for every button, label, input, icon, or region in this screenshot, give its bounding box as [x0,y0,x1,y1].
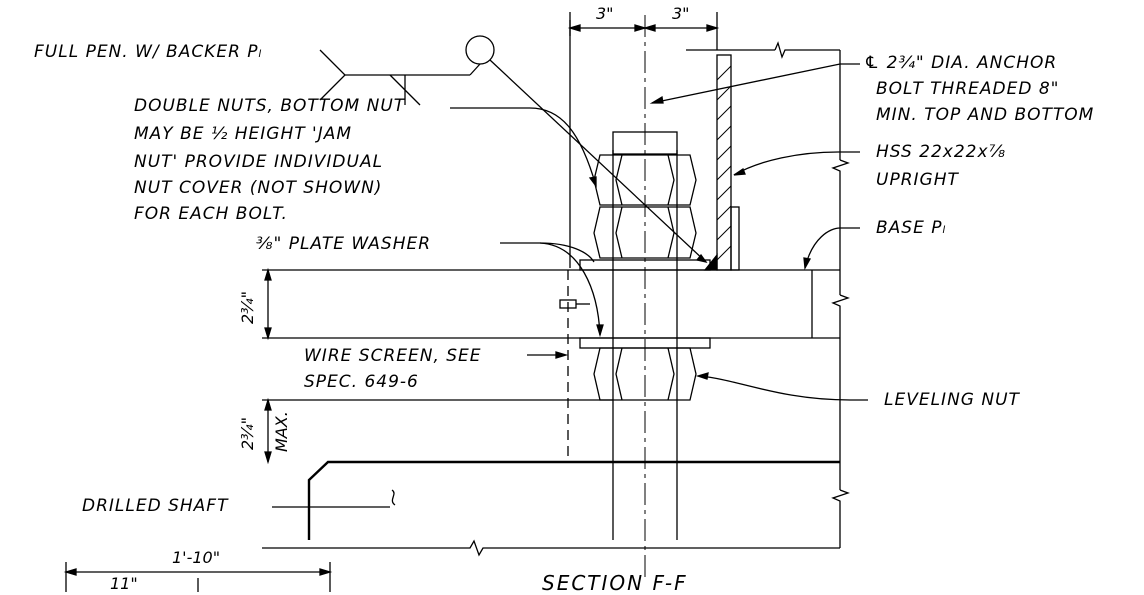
label-anchor-bolt-1: ℄ 2¾" DIA. ANCHOR [864,53,1058,73]
label-plate-washer: ⅜" PLATE WASHER [256,234,432,254]
dim-bottom-arrows [63,568,333,576]
leader-base-plate [804,227,860,269]
weld-symbol [319,35,708,264]
section-title: SECTION F-F [542,571,688,595]
break-line-right-3 [831,489,850,548]
leader-hss [733,151,860,176]
label-wire-screen-2: SPEC. 649-6 [304,372,419,392]
shaft-hatch-mark [391,489,396,506]
label-hss-1: HSS 22x22x⅞ [876,142,1007,162]
top-nut-2 [593,206,697,259]
label-double-nuts-5: FOR EACH BOLT. [134,204,288,224]
label-double-nuts-4: NUT COVER (NOT SHOWN) [134,178,383,198]
leader-plate-washer [500,242,595,263]
dim-overall: 1'-10" [172,548,221,567]
weld-fillet [703,253,718,271]
break-line-top [774,41,840,59]
label-leveling-nut: LEVELING NUT [884,390,1020,410]
leveling-nut [593,347,697,401]
label-double-nuts-1: DOUBLE NUTS, BOTTOM NUT [134,96,406,116]
shaft-bottom-break [262,539,840,557]
leader-plate-washer-b [539,242,601,336]
label-drilled-shaft: DRILLED SHAFT [82,496,229,516]
backer-plate [730,206,740,271]
label-base-plate: BASE Pₗ [876,218,947,238]
dim-half: 11" [110,574,138,593]
break-line-right-1 [831,159,850,295]
dim-gap-arrows [264,397,272,465]
hss-wall [716,54,732,271]
label-full-pen: FULL PEN. W/ BACKER Pₗ [34,42,263,62]
leader-anchor-bolt [651,63,860,104]
dim-top-arrows [567,24,720,32]
drilled-shaft-top [307,460,840,540]
dim-gap: 2¾" [238,416,257,450]
label-anchor-bolt-3: MIN. TOP AND BOTTOM [876,105,1095,125]
wire-screen-bolt [559,299,590,309]
label-anchor-bolt-2: BOLT THREADED 8" [876,79,1060,99]
dim-top-left: 3" [596,4,614,23]
dim-plate-thickness: 2¾" [238,290,257,324]
dim-plate-arrows [264,267,272,341]
label-double-nuts-2: MAY BE ½ HEIGHT 'JAM [134,124,353,144]
label-double-nuts-3: NUT' PROVIDE INDIVIDUAL [134,152,384,172]
label-hss-2: UPRIGHT [876,170,959,190]
dim-gap-note: MAX. [272,411,291,452]
dim-top-right: 3" [672,4,690,23]
label-wire-screen-1: WIRE SCREEN, SEE [304,346,482,366]
leader-leveling-nut [699,375,868,401]
hss-hatch [716,65,732,261]
break-line-right-2 [831,294,850,490]
leader-double-nuts [450,107,597,187]
